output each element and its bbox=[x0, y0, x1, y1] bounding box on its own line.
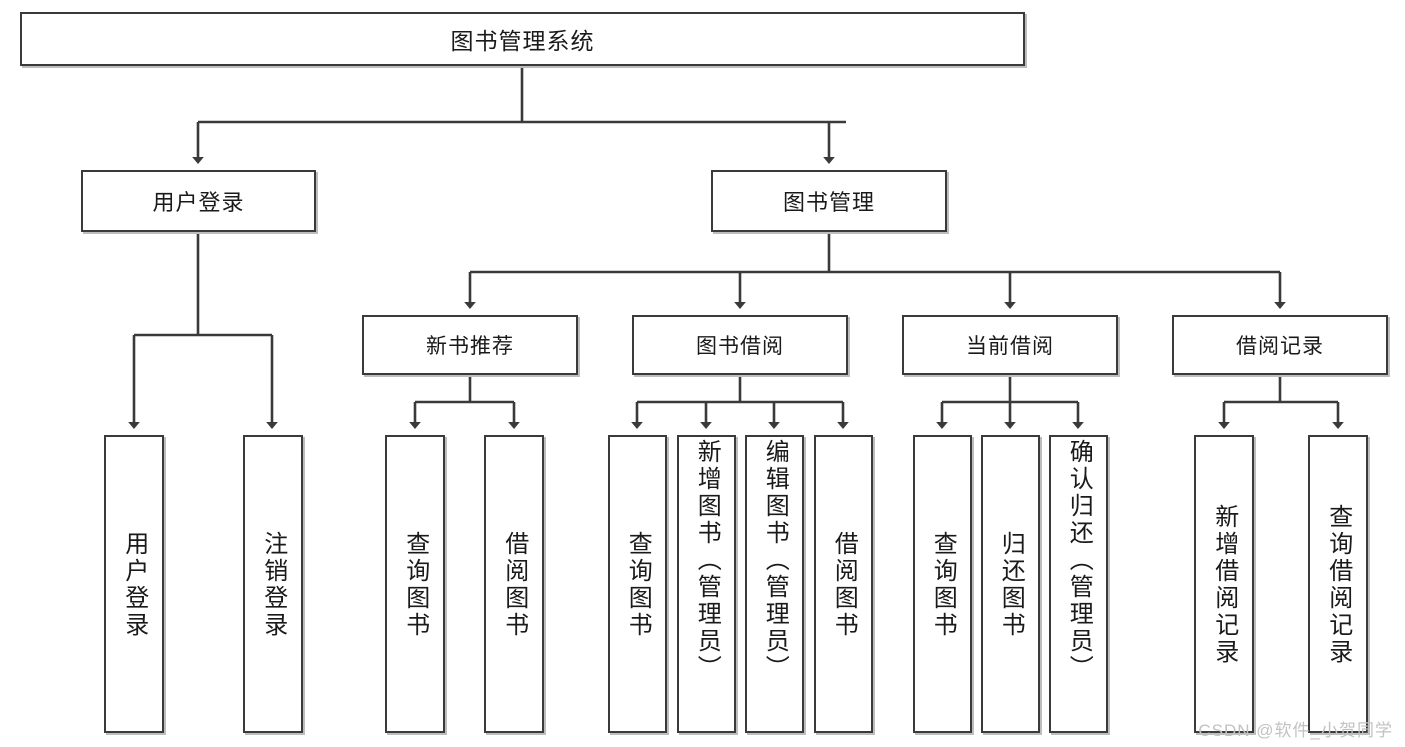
leaf-label: 归还图书 bbox=[997, 531, 1025, 639]
leaf-label: 查询图书 bbox=[401, 531, 429, 639]
node-new-book-recommendation[interactable]: 新书推荐 bbox=[362, 315, 578, 375]
leaf-label: 新增图书（管理员） bbox=[693, 439, 721, 682]
leaf-confirm-return-admin[interactable]: 确认归还（管理员） bbox=[1049, 435, 1108, 733]
leaf-label: 借阅图书 bbox=[500, 531, 528, 639]
leaf-query-books-borrow[interactable]: 查询图书 bbox=[608, 435, 667, 733]
leaf-label: 编辑图书（管理员） bbox=[761, 439, 789, 682]
leaf-borrow-books[interactable]: 借阅图书 bbox=[814, 435, 873, 733]
leaf-label: 新增借阅记录 bbox=[1210, 504, 1238, 666]
node-root-book-management-system[interactable]: 图书管理系统 bbox=[20, 12, 1025, 66]
leaf-label: 确认归还（管理员） bbox=[1065, 439, 1093, 682]
leaf-return-books[interactable]: 归还图书 bbox=[981, 435, 1040, 733]
leaf-label: 借阅图书 bbox=[830, 531, 858, 639]
leaf-label: 用户登录 bbox=[120, 531, 148, 639]
node-borrow-records[interactable]: 借阅记录 bbox=[1172, 315, 1388, 375]
leaf-add-borrow-record[interactable]: 新增借阅记录 bbox=[1194, 435, 1254, 733]
node-user-login[interactable]: 用户登录 bbox=[81, 170, 316, 232]
leaf-user-login[interactable]: 用户登录 bbox=[104, 435, 164, 733]
leaf-label: 查询借阅记录 bbox=[1324, 504, 1352, 666]
leaf-label: 查询图书 bbox=[929, 531, 957, 639]
leaf-label: 注销登录 bbox=[259, 531, 287, 639]
leaf-query-books-current[interactable]: 查询图书 bbox=[913, 435, 972, 733]
leaf-edit-book-admin[interactable]: 编辑图书（管理员） bbox=[745, 435, 804, 733]
leaf-query-borrow-record[interactable]: 查询借阅记录 bbox=[1308, 435, 1368, 733]
leaf-label: 查询图书 bbox=[624, 531, 652, 639]
leaf-logout[interactable]: 注销登录 bbox=[243, 435, 303, 733]
node-current-borrowing[interactable]: 当前借阅 bbox=[902, 315, 1118, 375]
node-book-borrowing[interactable]: 图书借阅 bbox=[632, 315, 848, 375]
leaf-borrow-books-new[interactable]: 借阅图书 bbox=[484, 435, 544, 733]
leaf-add-book-admin[interactable]: 新增图书（管理员） bbox=[677, 435, 736, 733]
watermark: CSDN @软件_小贺同学 bbox=[1198, 721, 1393, 740]
node-book-management[interactable]: 图书管理 bbox=[711, 170, 947, 232]
leaf-query-books-new[interactable]: 查询图书 bbox=[385, 435, 445, 733]
